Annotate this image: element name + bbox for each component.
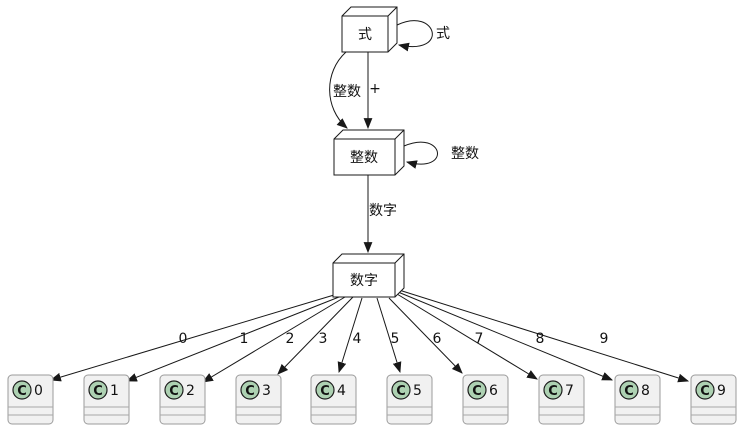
node-expr-inner-edges: [342, 6, 398, 52]
class-node-2: C 2: [159, 374, 206, 425]
class-name: 8: [641, 383, 650, 399]
class-node-4: C 4: [310, 374, 357, 425]
class-box: [614, 374, 661, 425]
edge-label-expr-self: 式: [436, 26, 450, 42]
class-node-0: C 0: [7, 374, 54, 425]
edge-label-6: 6: [433, 331, 442, 347]
fan-edge-labels: 0 1 2 3 4 5 6 7 8 9: [179, 331, 609, 347]
class-icon-letter: C: [320, 384, 330, 399]
edge-expr-self-loop: 式: [396, 20, 450, 52]
node-expr-outline: [341, 6, 398, 53]
class-box: [7, 374, 54, 425]
class-box: [462, 374, 509, 425]
class-name: 0: [34, 383, 43, 399]
class-name: 1: [110, 383, 119, 399]
class-box: [690, 374, 737, 425]
class-box: [83, 374, 130, 425]
edge-label-1: 1: [240, 331, 249, 347]
class-icon-letter: C: [700, 384, 710, 399]
edge-expr-to-integer-curved: 整数: [329, 51, 361, 129]
class-icon: [12, 380, 32, 400]
node-digit: 数字: [332, 253, 405, 298]
fan-edges: [49, 289, 690, 383]
edge-label-digit: 数字: [369, 203, 397, 219]
class-node-1: C 1: [83, 374, 130, 425]
node-expr: 式: [341, 6, 398, 53]
class-node-9: C 9: [690, 374, 737, 425]
class-box: [538, 374, 585, 425]
class-icon-letter: C: [169, 384, 179, 399]
class-icon-letter: C: [17, 384, 27, 399]
node-integer-inner-edges: [334, 129, 405, 175]
edge-label-8: 8: [536, 331, 545, 347]
class-node-8: C 8: [614, 374, 661, 425]
edge-digit-9: [398, 289, 690, 383]
edge-label-3: 3: [319, 331, 328, 347]
node-integer: 整数: [333, 129, 405, 176]
edge-label-integer-self: 整数: [451, 146, 479, 162]
edge-label-plus: +: [369, 81, 381, 97]
edge-digit-7: [396, 293, 538, 380]
class-name: 5: [413, 383, 422, 399]
class-box: [159, 374, 206, 425]
class-icon: [695, 380, 715, 400]
class-node-6: C 6: [462, 374, 509, 425]
class-node-7: C 7: [538, 374, 585, 425]
class-icon-letter: C: [245, 384, 255, 399]
class-name: 4: [337, 383, 346, 399]
node-integer-outline: [333, 129, 405, 176]
class-node-5: C 5: [386, 374, 433, 425]
node-digit-inner-edges: [333, 253, 405, 297]
class-name: 9: [717, 383, 726, 399]
class-name: 6: [489, 383, 498, 399]
class-node-3: C 3: [235, 374, 282, 425]
edge-expr-to-integer-straight: +: [363, 52, 381, 130]
edge-integer-self-loop: 整数: [403, 141, 479, 169]
edge-digit-5: [376, 297, 402, 374]
node-integer-label: 整数: [350, 150, 378, 166]
class-icon: [543, 380, 563, 400]
class-box: [235, 374, 282, 425]
class-icon-letter: C: [548, 384, 558, 399]
class-box: [386, 374, 433, 425]
edge-line: [403, 141, 438, 169]
node-digit-label: 数字: [350, 273, 378, 289]
class-name: 3: [262, 383, 271, 399]
class-name: 2: [186, 383, 195, 399]
edge-line: [329, 51, 348, 129]
class-icon-letter: C: [93, 384, 103, 399]
edge-label-7: 7: [475, 331, 484, 347]
class-icon: [391, 380, 411, 400]
class-icon: [619, 380, 639, 400]
edge-label-9: 9: [600, 331, 609, 347]
edge-digit-2: [202, 296, 346, 383]
edge-digit-4: [337, 297, 363, 374]
class-box: [310, 374, 357, 425]
node-digit-outline: [332, 253, 405, 298]
edge-line: [396, 20, 433, 52]
class-name: 7: [565, 383, 574, 399]
edge-digit-8: [397, 291, 614, 381]
edge-integer-to-digit: 数字: [363, 175, 397, 254]
edge-label-2: 2: [286, 331, 295, 347]
class-icon-letter: C: [396, 384, 406, 399]
class-icon: [467, 380, 487, 400]
edge-digit-0: [49, 294, 335, 382]
edge-digit-1: [125, 296, 340, 382]
edge-label-4: 4: [353, 331, 362, 347]
class-icon: [315, 380, 335, 400]
edge-digit-3: [277, 296, 354, 375]
class-icon: [88, 380, 108, 400]
class-icon-letter: C: [472, 384, 482, 399]
node-expr-label: 式: [358, 27, 372, 43]
edge-label-5: 5: [391, 331, 400, 347]
edge-label-integer: 整数: [333, 84, 361, 100]
class-icon: [240, 380, 260, 400]
edge-digit-6: [388, 297, 463, 374]
class-icon: [164, 380, 184, 400]
edge-label-0: 0: [179, 331, 188, 347]
class-icon-letter: C: [624, 384, 634, 399]
